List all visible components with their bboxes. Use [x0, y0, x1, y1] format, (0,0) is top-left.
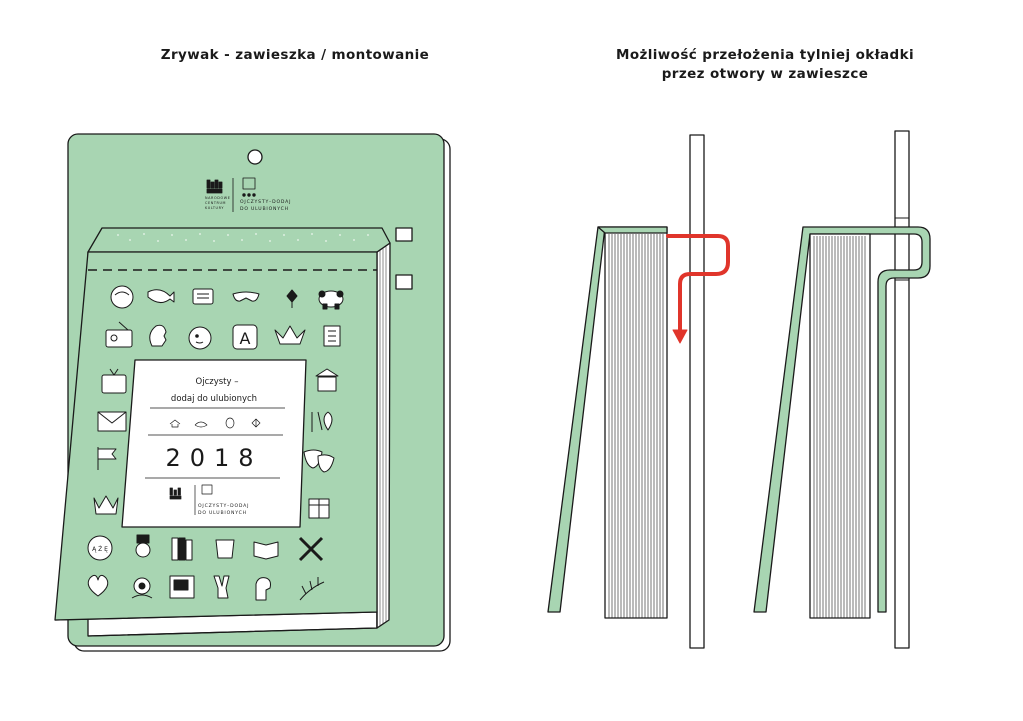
heading-back-cover-option: Możliwość przełożenia tylniej okładki pr… [590, 46, 940, 84]
letter-tile-text: A [240, 329, 251, 348]
building-icon [323, 325, 341, 347]
brain-icon [110, 285, 134, 309]
flag-icon [97, 447, 117, 470]
horn-icon [147, 289, 175, 303]
back-cover-b [753, 226, 931, 613]
theater-masks-icon [303, 449, 335, 473]
heart-icon [87, 574, 109, 597]
logo-small-text-3: KULTURY [205, 206, 224, 210]
calendar-illustration: NARODOWE CENTRUM KULTURY OJCZYSTY–DODAJ … [54, 133, 451, 652]
tools-icon [311, 411, 333, 432]
hanging-hole [247, 149, 263, 165]
insert-arrow [666, 234, 730, 336]
slot-upper [395, 227, 413, 242]
back-cover-a [547, 226, 606, 613]
panda-icon [318, 290, 344, 310]
title-card [121, 359, 307, 528]
museum-icon [315, 368, 339, 392]
crown-icon [93, 495, 119, 515]
speaking-face-icon [188, 326, 212, 350]
envelope-icon [97, 411, 127, 432]
bird-icon [274, 325, 306, 345]
bucket-icon [215, 539, 235, 559]
letter-tile-icon: A [232, 324, 258, 350]
head-profile-icon [255, 577, 271, 601]
arrow-head [672, 329, 688, 344]
hat-man-icon [135, 534, 151, 558]
page-lines-b [813, 236, 866, 618]
heading-line-2: przez otwory w zawieszce [661, 66, 869, 82]
page-lines-a [608, 234, 664, 618]
card-title-1: Ojczysty – [196, 377, 239, 387]
logo-text-2: DO ULUBIONYCH [240, 206, 289, 212]
scroll-icon [192, 288, 214, 305]
palm-leaf-icon [299, 577, 325, 601]
radio-icon [105, 321, 133, 348]
card-logo [169, 484, 213, 515]
logo-text-1: OJCZYSTY–DODAJ [240, 199, 291, 205]
pad-stack-side [376, 242, 391, 629]
logo-small-text-2: CENTRUM [205, 201, 226, 205]
pad-stack-lines [379, 246, 387, 626]
heading-mounting: Zrywak - zawieszka / montowanie [160, 47, 430, 63]
letters-bubble-icon: Ą Ż Ę [87, 535, 113, 561]
board-logo [206, 177, 256, 212]
gift-icon [308, 498, 330, 519]
card-logo-text-2: DO ULUBIONYCH [198, 510, 247, 516]
hanger-strip-b [894, 130, 910, 649]
card-mini-icons [169, 417, 261, 429]
binding-pattern [117, 233, 369, 242]
card-year: 2018 [165, 444, 262, 472]
daisy-icon [131, 577, 153, 599]
letters-bubble-text: Ą Ż Ę [92, 546, 108, 553]
face-profile-icon [149, 324, 167, 347]
books-icon [171, 537, 193, 561]
hanger-strip-a [689, 134, 705, 649]
logo-small-text-1: NARODOWE [205, 196, 230, 200]
icon-grid: A Ą Ż Ę [87, 285, 344, 601]
card-logo-text-1: OJCZYSTY–DODAJ [198, 503, 249, 509]
pad-binding [87, 227, 391, 253]
tv-icon [101, 368, 127, 394]
card-title-2: dodaj do ulubionych [171, 394, 257, 404]
slot-lower [395, 274, 413, 290]
top-cover-a [597, 226, 668, 234]
victory-hand-icon [213, 575, 230, 599]
flower-icon [286, 289, 298, 308]
heading-line-1: Możliwość przełożenia tylniej okładki [615, 47, 915, 63]
hammers-icon [298, 536, 324, 562]
section-diagram-a [547, 134, 730, 649]
page-block-b [809, 233, 871, 619]
notebook-icon [169, 575, 195, 599]
open-book-icon [253, 541, 279, 560]
section-diagram-b [753, 130, 931, 649]
mask-icon [232, 291, 260, 302]
